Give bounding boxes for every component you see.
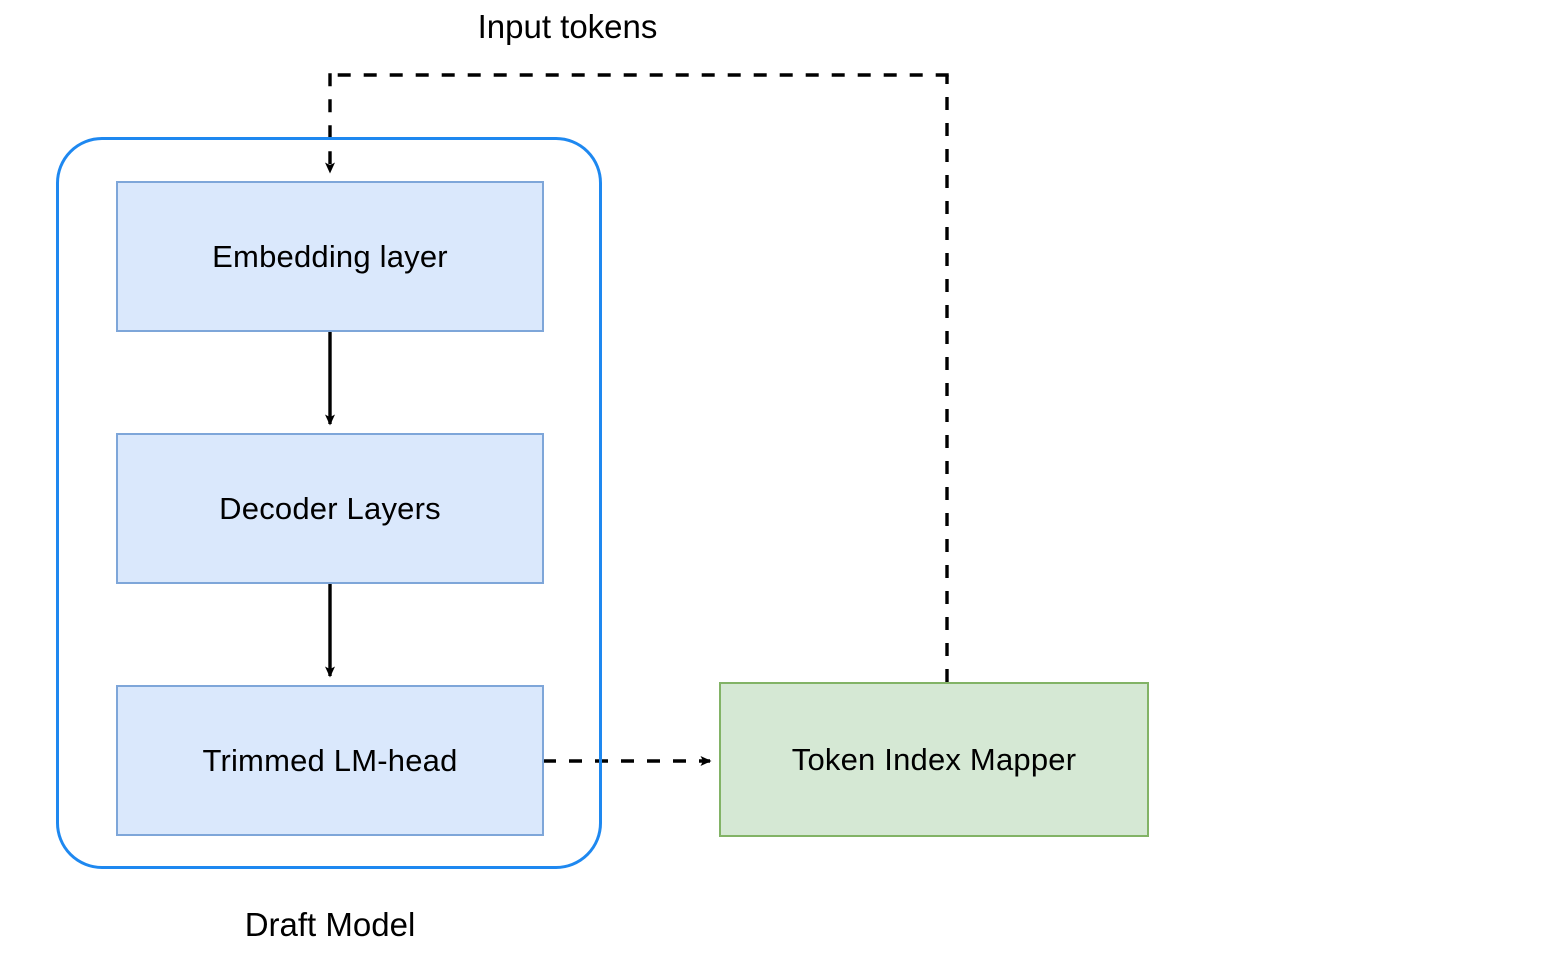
draft-model-label: Draft Model — [244, 906, 416, 943]
node-embedding-layer[interactable]: Embedding layer — [116, 181, 544, 332]
input-tokens-label: Input tokens — [477, 8, 658, 45]
node-trimmed-lm-head[interactable]: Trimmed LM-head — [116, 685, 544, 836]
node-token-index-mapper-label: Token Index Mapper — [791, 741, 1077, 777]
node-decoder-layers-label: Decoder Layers — [219, 490, 441, 526]
draft-model-group — [56, 137, 602, 869]
node-decoder-layers[interactable]: Decoder Layers — [116, 433, 544, 584]
node-embedding-layer-label: Embedding layer — [212, 238, 448, 274]
node-token-index-mapper[interactable]: Token Index Mapper — [719, 682, 1149, 837]
node-trimmed-lm-head-label: Trimmed LM-head — [202, 742, 458, 778]
